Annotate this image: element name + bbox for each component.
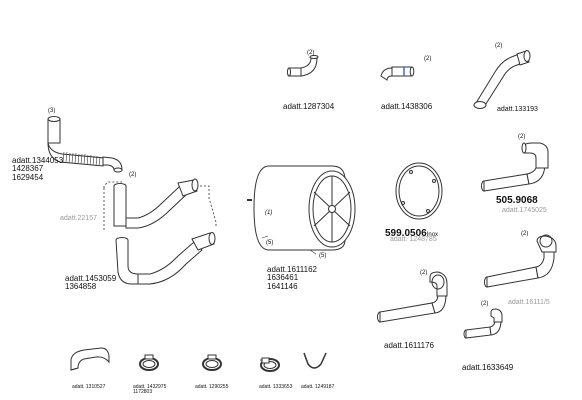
pipe-505-9068	[482, 143, 549, 191]
label-599-0506: adatt. 1248785	[390, 236, 437, 243]
label-1432975: adatt. 1432975 1172803	[133, 384, 167, 396]
qty-1287304: (2)	[307, 50, 315, 56]
pipe-upper	[114, 179, 198, 228]
label-1611162: adatt.1611162 1636461 1641146	[267, 265, 317, 291]
qty-16111-5: (2)	[521, 231, 529, 237]
qty-22157: (2)	[129, 172, 137, 178]
pipe-133193	[474, 51, 530, 109]
label-133193: adatt.133193	[497, 106, 538, 113]
code-505-9068: 505.9068	[496, 195, 538, 206]
label-1344053-line2: 1428367	[12, 164, 44, 174]
label-1249187: adatt. 1249187	[301, 384, 335, 390]
qty-1611176: (2)	[420, 270, 428, 276]
pipe-1611176	[378, 272, 448, 322]
code-599-0506-suffix: Inox	[426, 232, 439, 238]
elbow-1287304	[288, 56, 319, 77]
label-1344053: adatt.1344053 1428367 1629454	[12, 156, 64, 182]
gasket-599-0506	[396, 163, 442, 219]
qty-1611162-right: (5)	[319, 253, 327, 259]
label-1611162-line1: adatt.1611162	[267, 265, 317, 274]
code-599-0506: 599.0506Inox	[385, 224, 438, 241]
qty-1611162-left: (5)	[266, 240, 274, 246]
label-1453059: adatt.1453059 1364858	[65, 274, 117, 292]
label-16111-5: adatt.16111/5	[508, 299, 550, 306]
label-1287304: adatt.1287304	[283, 102, 335, 111]
label-1438306: adatt.1438306	[381, 102, 433, 111]
qty-133193: (2)	[495, 43, 503, 49]
half-shell-1310527	[71, 348, 109, 370]
qty-1438306: (2)	[424, 56, 432, 62]
label-1611162-line2: 1636461	[267, 273, 299, 283]
hanger-1249187	[304, 353, 326, 368]
clamp-1290255	[203, 355, 221, 370]
label-1611176: adatt.1611176	[384, 341, 434, 350]
elbow-1633649	[464, 309, 502, 338]
muffler-1611162	[247, 166, 355, 254]
label-1310527: adatt. 1310527	[72, 384, 106, 390]
label-1333653: adatt. 1333653	[259, 384, 293, 390]
label-1633649: adatt.1633649	[462, 363, 514, 372]
label-1432975-line2: 1172803	[133, 389, 153, 396]
qty-1611162-inner: (1)	[265, 210, 273, 216]
label-1453059-line1: adatt.1453059	[65, 274, 117, 283]
label-1290255: adatt. 1290255	[195, 384, 229, 390]
clamp-1432975	[140, 355, 158, 370]
label-22157: adatt.22157	[60, 215, 97, 222]
assembly-bracket	[104, 182, 216, 232]
label-1344053-line3: 1629454	[12, 172, 44, 182]
qty-1633649: (2)	[481, 301, 489, 307]
pipe-16111-5	[485, 235, 557, 287]
label-1344053-line1: adatt.1344053	[12, 156, 64, 165]
label-1453059-line2: 1364858	[65, 282, 97, 292]
flex-pipe-1344053	[48, 117, 122, 173]
label-505-9068: adatt.1745025	[502, 207, 547, 214]
qty-505-9068: (2)	[518, 134, 526, 140]
clamp-1333653	[260, 358, 279, 371]
pipe-lower	[116, 233, 215, 285]
elbow-1438306	[381, 67, 414, 80]
label-1611162-line3: 1641146	[267, 281, 298, 291]
qty-1344053: (3)	[48, 108, 56, 114]
label-1432975-line1: adatt. 1432975	[133, 384, 167, 390]
code-599-0506-number: 599.0506	[385, 228, 427, 239]
